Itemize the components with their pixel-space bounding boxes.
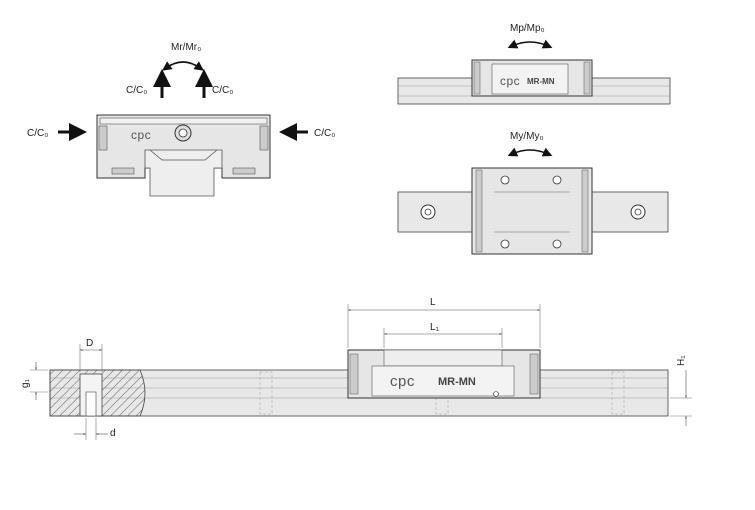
end-seal-right	[259, 125, 269, 151]
top-seal-left	[475, 169, 483, 253]
front-block-top-plate	[99, 117, 268, 125]
rail-bolt-right-inner	[634, 208, 642, 216]
top-view: My/My₀	[397, 131, 669, 255]
front-brand-logo: cpc	[131, 128, 151, 142]
block-screw-4	[552, 239, 562, 249]
c-c0-label-top-right: C/C₀	[212, 85, 233, 96]
side-view: Mp/Mp₀ cpc MR-MN	[397, 23, 671, 105]
dim-d-label: d	[110, 428, 116, 439]
long-block-screw	[493, 391, 499, 397]
long-brand-logo: cpc	[390, 373, 415, 390]
dim-H1-label: H₁	[676, 355, 687, 366]
hole-marker-3	[611, 371, 625, 415]
long-block-top	[383, 349, 503, 367]
grease-nipple-inner	[178, 128, 188, 138]
my-rotation-arrow	[507, 147, 553, 157]
dim-D-label: D	[86, 338, 93, 349]
block-screw-1	[500, 175, 510, 185]
long-seal-left	[349, 353, 359, 395]
rail-profile	[149, 149, 218, 161]
long-label-plate	[371, 365, 515, 397]
front-rail	[144, 149, 223, 197]
dim-g1-label: g₁	[20, 378, 31, 388]
side-seal-left	[473, 61, 481, 95]
end-seal-left	[98, 125, 108, 151]
top-block	[471, 167, 593, 255]
block-screw-3	[500, 239, 510, 249]
retainer-left	[111, 167, 135, 175]
dimension-view: cpc MR-MN L L₁ D d g₁ H₁	[20, 297, 692, 440]
top-seal-right	[581, 169, 589, 253]
my-label: My/My₀	[510, 131, 544, 142]
rail-bolt-right	[630, 204, 646, 220]
mp-rotation-arrow	[507, 39, 553, 49]
side-label-plate	[491, 63, 569, 95]
long-model-text: MR-MN	[438, 376, 476, 388]
c-c0-label-right: C/C₀	[314, 128, 335, 139]
long-seal-right	[529, 353, 539, 395]
mr-label: Mr/Mr₀	[171, 42, 201, 53]
dim-L-label: L	[430, 297, 436, 308]
rail-bolt-left-inner	[424, 208, 432, 216]
dim-L1-label: L₁	[430, 322, 440, 333]
side-brand-logo: cpc	[500, 74, 520, 88]
c-c0-label-left: C/C₀	[27, 128, 48, 139]
c-c0-label-top-left: C/C₀	[126, 85, 147, 96]
side-seal-right	[583, 61, 591, 95]
retainer-right	[232, 167, 256, 175]
mp-label: Mp/Mp₀	[510, 23, 545, 34]
front-view: Mr/Mr₀ C/C₀ C/C₀ C/C₀ C/C₀ cpc	[27, 42, 335, 197]
side-model-text: MR-MN	[527, 77, 555, 86]
mr-rotation-arrow	[162, 61, 204, 71]
through-hole	[85, 391, 97, 417]
rail-bolt-left	[420, 204, 436, 220]
block-screw-2	[552, 175, 562, 185]
hole-marker-1	[259, 371, 273, 415]
